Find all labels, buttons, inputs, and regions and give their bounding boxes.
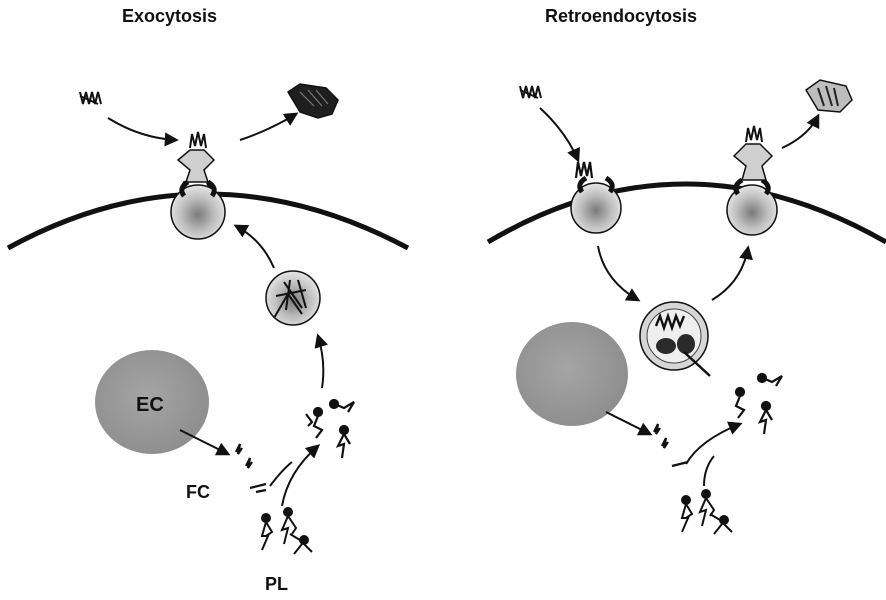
cell-membrane-right	[488, 184, 886, 242]
arrow-to-endosome	[598, 246, 638, 300]
arrow-assembly-up-left	[318, 336, 323, 388]
fc-molecules-right	[654, 424, 688, 466]
assembly-cluster-right	[736, 374, 782, 434]
bound-lipoprotein-right	[576, 162, 592, 178]
label-ec: EC	[136, 394, 164, 417]
lipoprotein-incoming-right	[520, 86, 541, 98]
lipoprotein-incoming-left	[80, 92, 101, 104]
pl-molecules-right	[682, 490, 732, 534]
arrow-export-right	[782, 116, 818, 148]
arrow-incoming-right	[540, 108, 578, 160]
panel-title-retroendocytosis: Retroendocytosis	[545, 6, 697, 27]
vesicle-endocytic-right	[571, 178, 621, 233]
vesicle-membrane-left	[171, 182, 225, 239]
arrow-from-endosome	[712, 248, 748, 300]
panel-title-exocytosis: Exocytosis	[122, 6, 217, 27]
nucleus-right	[516, 322, 628, 426]
arrow-pl-merge	[282, 446, 318, 506]
vesicle-loaded-left	[266, 271, 320, 325]
arrow-export-left	[240, 114, 296, 140]
arrow-to-membrane-left	[236, 226, 274, 268]
receptor-right	[734, 126, 772, 180]
panel-retroendocytosis	[488, 80, 886, 534]
exported-particle-left	[288, 84, 338, 118]
exported-particle-right	[806, 80, 852, 112]
label-pl: PL	[265, 574, 288, 595]
endosome-right	[640, 302, 710, 376]
pl-molecules	[262, 508, 312, 554]
fc-molecules	[236, 444, 266, 492]
arrow-pl-merge-right	[704, 456, 714, 486]
arrow-incoming-left	[108, 118, 176, 140]
vesicle-recycling-right	[727, 180, 777, 235]
arrow-nucleus-to-fc-right	[606, 412, 650, 434]
label-fc: FC	[186, 482, 210, 503]
